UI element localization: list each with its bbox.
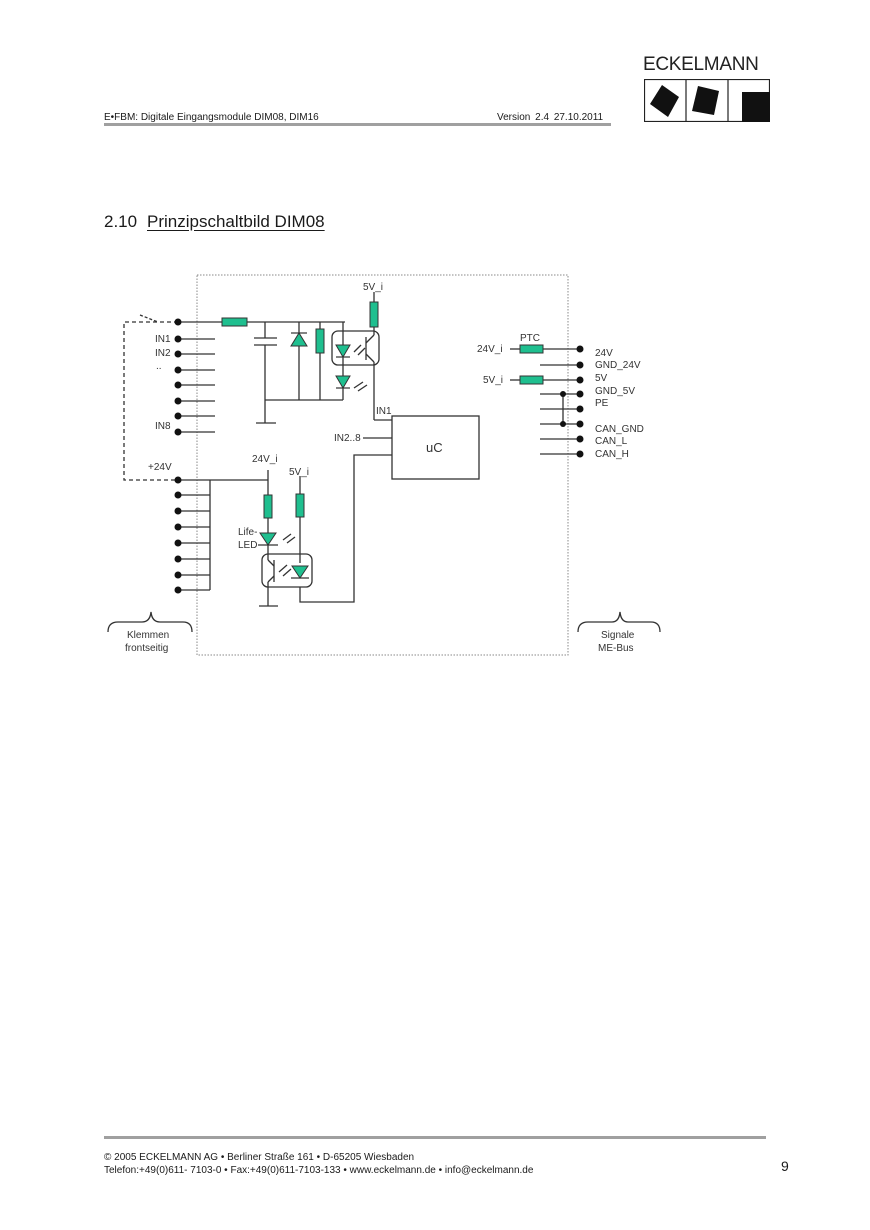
label-led: LED xyxy=(238,540,257,551)
life-resistor-24v xyxy=(263,494,273,519)
label-in2: IN2 xyxy=(155,348,171,359)
label-uc: uC xyxy=(426,440,443,455)
opto-led-1 xyxy=(335,344,351,358)
switch-blade xyxy=(139,314,159,323)
brace-right xyxy=(577,611,661,633)
label-dots: .. xyxy=(156,361,162,372)
brace-right-line1: Signale xyxy=(601,630,635,641)
ptc-resistor xyxy=(519,344,544,354)
version-date: Version 2.4 27.10.2011 xyxy=(497,112,604,123)
label-right-5vi: 5V_i xyxy=(483,375,503,386)
document-title: E•FBM: Digitale Eingangsmodule DIM08, DI… xyxy=(104,112,319,123)
label-in1-uc: IN1 xyxy=(376,406,392,417)
label-plus24v: +24V xyxy=(148,462,172,473)
section-title: Prinzipschaltbild DIM08 xyxy=(147,212,325,231)
input-resistor xyxy=(221,317,248,327)
label-life: Life- xyxy=(238,527,257,538)
signal-can-gnd: CAN_GND xyxy=(595,424,644,435)
brace-left-line2: frontseitig xyxy=(125,643,168,654)
clamp-diode xyxy=(290,332,308,347)
opto-led-2 xyxy=(335,375,351,389)
parallel-resistor xyxy=(315,328,325,354)
fuse-5v xyxy=(519,375,544,385)
label-in2-8: IN2..8 xyxy=(334,433,361,444)
label-life-24vi: 24V_i xyxy=(252,454,278,465)
signal-gnd24v: GND_24V xyxy=(595,360,641,371)
life-led xyxy=(259,532,277,546)
footer-rule xyxy=(104,1136,766,1139)
signal-can-l: CAN_L xyxy=(595,436,628,447)
brace-left xyxy=(107,611,193,633)
uc-block xyxy=(391,415,480,480)
signal-pe: PE xyxy=(595,398,609,409)
label-ptc: PTC xyxy=(520,333,540,344)
label-life-5vi: 5V_i xyxy=(289,467,309,478)
signal-24v: 24V xyxy=(595,348,613,359)
circuit-diagram: IN1 IN2 .. IN8 +24V 5V_i IN1 IN2..8 uC 2… xyxy=(107,274,661,656)
signal-can-h: CAN_H xyxy=(595,449,629,460)
signal-gnd5v: GND_5V xyxy=(595,386,635,397)
life-resistor-5v xyxy=(295,493,305,518)
eckelmann-logo xyxy=(644,79,770,122)
module-boundary xyxy=(196,274,569,656)
external-loop xyxy=(123,321,178,481)
footer-address: © 2005 ECKELMANN AG • Berliner Straße 16… xyxy=(104,1152,415,1163)
pullup-resistor xyxy=(369,301,379,328)
page-number: 9 xyxy=(781,1158,789,1174)
brace-left-line1: Klemmen xyxy=(127,630,169,641)
logo-text: ECKELMANN xyxy=(643,54,759,75)
label-right-24vi: 24V_i xyxy=(477,344,503,355)
section-number: 2.10 xyxy=(104,212,138,231)
label-top-5vi: 5V_i xyxy=(363,282,383,293)
header-rule xyxy=(104,123,611,126)
footer-contact: Telefon:+49(0)611- 7103-0 • Fax:+49(0)61… xyxy=(104,1165,534,1176)
opto-led-3 xyxy=(291,565,309,579)
signal-5v: 5V xyxy=(595,373,608,384)
label-in1: IN1 xyxy=(155,334,171,345)
brace-right-line2: ME-Bus xyxy=(598,643,634,654)
label-in8: IN8 xyxy=(155,421,171,432)
